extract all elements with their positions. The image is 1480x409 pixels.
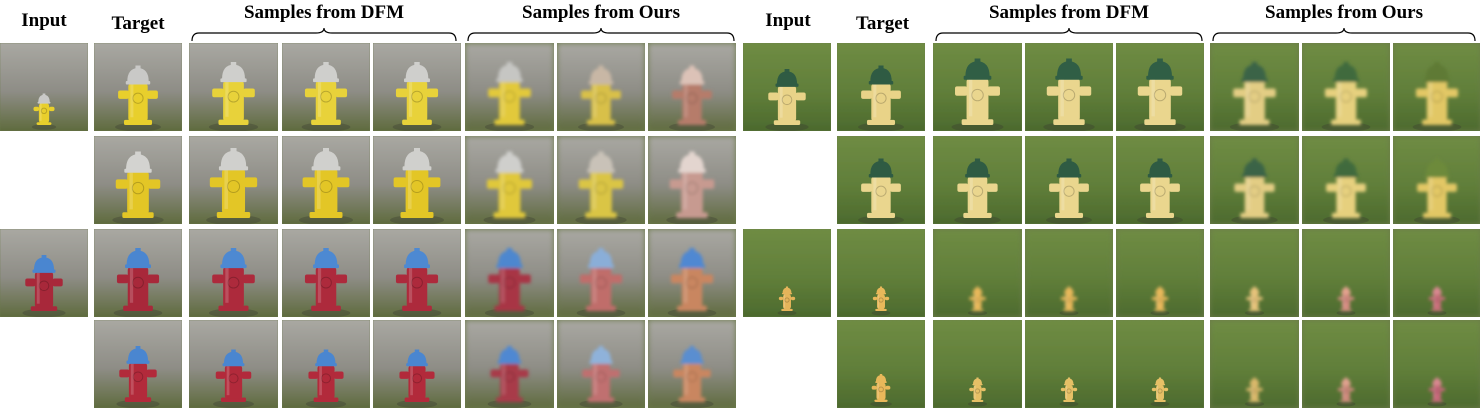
ours-image-panel2-row2-col6	[1210, 136, 1299, 224]
brace-ours-right	[1212, 28, 1476, 42]
dfm-image-panel1-row4-col4	[282, 320, 370, 408]
header-input-right: Input	[765, 10, 811, 31]
dfm-image-panel2-row2-col5	[1116, 136, 1204, 224]
header-dfm-left: Samples from DFM	[243, 2, 405, 23]
dfm-image-panel1-row1-col5	[373, 43, 461, 131]
ours-image-panel1-row4-col6	[465, 320, 554, 408]
dfm-image-panel1-row2-col4	[282, 136, 370, 224]
header-ours-right: Samples from Ours	[1265, 2, 1423, 23]
dfm-image-panel2-row4-col4	[1025, 320, 1113, 408]
dfm-image-panel1-row4-col5	[373, 320, 461, 408]
dfm-image-panel1-row2-col3	[189, 136, 278, 224]
dfm-image-panel1-row4-col3	[189, 320, 278, 408]
input-image-panel1-row1-col1	[0, 43, 88, 131]
dfm-image-panel2-row3-col4	[1025, 229, 1113, 317]
header-ours-left: Samples from Ours	[522, 2, 680, 23]
dfm-image-panel2-row2-col4	[1025, 136, 1113, 224]
dfm-image-panel2-row4-col5	[1116, 320, 1204, 408]
ours-image-panel1-row1-col6	[465, 43, 554, 131]
ours-image-panel1-row2-col7	[557, 136, 645, 224]
brace-ours-left	[467, 28, 735, 42]
dfm-image-panel1-row1-col4	[282, 43, 370, 131]
input-image-panel2-row1-col1	[743, 43, 831, 131]
dfm-image-panel2-row3-col5	[1116, 229, 1204, 317]
ours-image-panel1-row2-col6	[465, 136, 554, 224]
target-image-panel2-row3-col2	[837, 229, 925, 317]
ours-image-panel1-row3-col8	[648, 229, 736, 317]
dfm-image-panel2-row4-col3	[933, 320, 1022, 408]
dfm-image-panel2-row2-col3	[933, 136, 1022, 224]
ours-image-panel2-row1-col7	[1302, 43, 1390, 131]
input-image-panel2-row3-col1	[743, 229, 831, 317]
target-image-panel1-row4-col2	[94, 320, 182, 408]
brace-dfm-left	[191, 28, 457, 42]
target-image-panel2-row1-col2	[837, 43, 925, 131]
dfm-image-panel2-row3-col3	[933, 229, 1022, 317]
ours-image-panel2-row3-col7	[1302, 229, 1390, 317]
target-image-panel2-row2-col2	[837, 136, 925, 224]
ours-image-panel2-row4-col7	[1302, 320, 1390, 408]
target-image-panel1-row2-col2	[94, 136, 182, 224]
header-target-left: Target	[111, 13, 165, 34]
ours-image-panel2-row3-col6	[1210, 229, 1299, 317]
dfm-image-panel1-row3-col5	[373, 229, 461, 317]
ours-image-panel2-row1-col8	[1393, 43, 1480, 131]
ours-image-panel1-row4-col8	[648, 320, 736, 408]
dfm-image-panel2-row1-col5	[1116, 43, 1204, 131]
target-image-panel1-row3-col2	[94, 229, 182, 317]
dfm-image-panel2-row1-col4	[1025, 43, 1113, 131]
ours-image-panel2-row2-col8	[1393, 136, 1480, 224]
ours-image-panel1-row2-col8	[648, 136, 736, 224]
ours-image-panel1-row4-col7	[557, 320, 645, 408]
target-image-panel2-row4-col2	[837, 320, 925, 408]
ours-image-panel1-row1-col8	[648, 43, 736, 131]
input-image-panel1-row3-col1	[0, 229, 88, 317]
dfm-image-panel1-row1-col3	[189, 43, 278, 131]
ours-image-panel2-row3-col8	[1393, 229, 1480, 317]
dfm-image-panel2-row1-col3	[933, 43, 1022, 131]
ours-image-panel1-row3-col6	[465, 229, 554, 317]
ours-image-panel2-row4-col8	[1393, 320, 1480, 408]
brace-dfm-right	[935, 28, 1203, 42]
ours-image-panel2-row1-col6	[1210, 43, 1299, 131]
header-dfm-right: Samples from DFM	[988, 2, 1150, 23]
dfm-image-panel1-row2-col5	[373, 136, 461, 224]
ours-image-panel1-row1-col7	[557, 43, 645, 131]
dfm-image-panel1-row3-col4	[282, 229, 370, 317]
ours-image-panel2-row4-col6	[1210, 320, 1299, 408]
ours-image-panel2-row2-col7	[1302, 136, 1390, 224]
header-input-left: Input	[21, 10, 67, 31]
target-image-panel1-row1-col2	[94, 43, 182, 131]
dfm-image-panel1-row3-col3	[189, 229, 278, 317]
ours-image-panel1-row3-col7	[557, 229, 645, 317]
header-target-right: Target	[855, 13, 910, 34]
